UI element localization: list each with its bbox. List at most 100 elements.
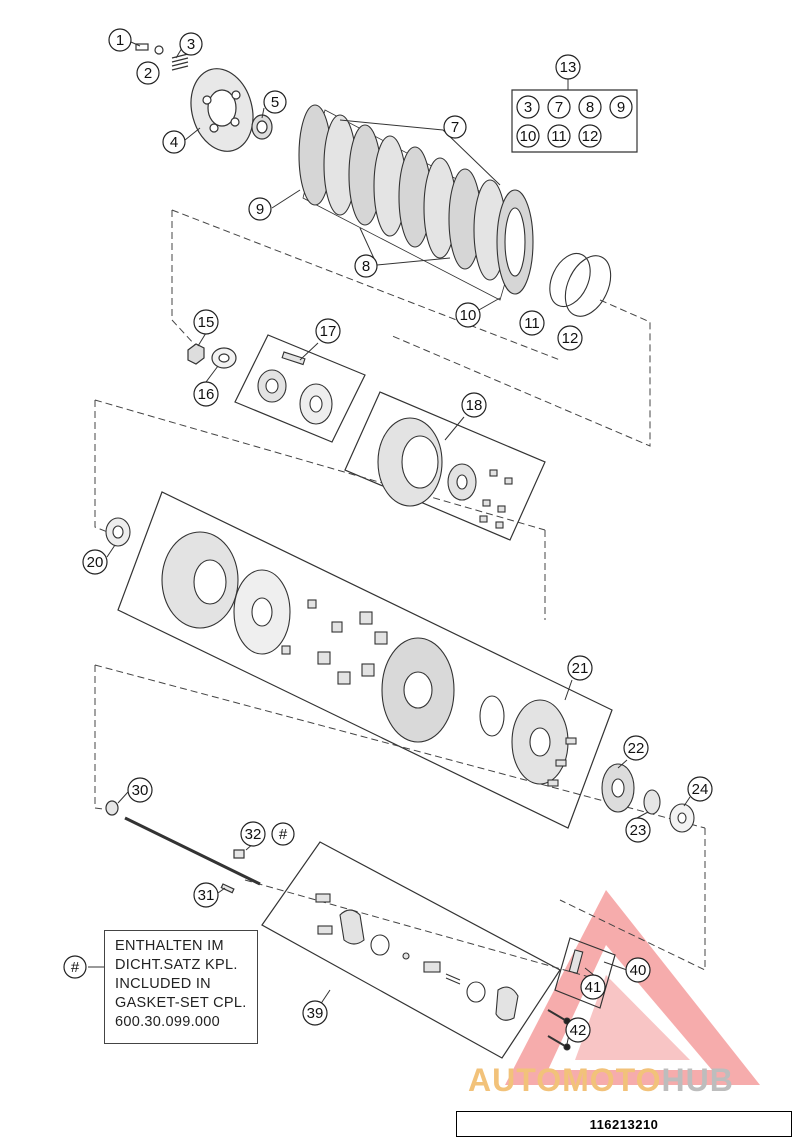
svg-text:7: 7 [451,119,459,136]
callout-15: 15 [193,309,219,335]
svg-text:12: 12 [562,330,579,347]
callout-4: 4 [162,130,186,154]
svg-text:17: 17 [320,323,337,340]
watermark-part1: AUTOMOTO [468,1062,662,1098]
callout-2: 2 [136,61,160,85]
svg-text:10: 10 [460,307,477,324]
inner-hub-18 [377,417,513,529]
svg-text:41: 41 [585,979,602,996]
kit-item-10: 10 [516,124,540,148]
kit-item-3: 3 [516,95,540,119]
svg-text:39: 39 [307,1005,324,1022]
callout-17: 17 [315,318,341,344]
callout-40: 40 [625,957,651,983]
svg-text:13: 13 [560,59,577,76]
pressure-cap-assembly [135,43,273,152]
kit-item-12: 12 [578,124,602,148]
push-rod-30 [105,800,261,894]
callout-1: 1 [108,28,132,52]
callout-hash-note: # [63,955,87,979]
outer-basket-21 [105,517,577,787]
svg-text:#: # [279,826,288,843]
gear-parts-22-24 [601,763,695,833]
note-line-2: DICHT.SATZ KPL. [115,957,238,973]
note-line-5: 600.30.099.000 [115,1014,220,1030]
callout-21: 21 [567,655,593,681]
svg-text:#: # [71,959,80,976]
svg-text:23: 23 [630,822,647,839]
callout-5: 5 [263,90,287,114]
callout-30: 30 [127,777,153,803]
callout-32: 32 [240,821,266,847]
svg-text:4: 4 [170,134,178,151]
gasket-set-note: ENTHALTEN IM DICHT.SATZ KPL. INCLUDED IN… [104,930,258,1044]
callout-42: 42 [565,1017,591,1043]
svg-text:21: 21 [572,660,589,677]
callout-41: 41 [580,974,606,1000]
svg-text:9: 9 [617,99,625,116]
callout-11: 11 [519,310,545,336]
callout-7: 7 [443,115,467,139]
callout-9: 9 [248,197,272,221]
svg-text:42: 42 [570,1022,587,1039]
drawing-number-box: 116213210 [456,1111,792,1137]
kit-item-11: 11 [547,124,571,148]
svg-text:8: 8 [586,99,594,116]
note-line-1: ENTHALTEN IM [115,938,224,954]
kit-item-7: 7 [547,95,571,119]
svg-text:10: 10 [520,128,537,145]
callout-10: 10 [455,302,481,328]
svg-text:32: 32 [245,826,262,843]
callout-24: 24 [687,776,713,802]
release-mechanism-39 [315,893,519,1021]
svg-text:20: 20 [87,554,104,571]
nut-and-washer [187,343,237,369]
group-box-17 [234,334,366,443]
svg-text:3: 3 [187,36,195,53]
svg-text:11: 11 [551,128,567,145]
svg-text:8: 8 [362,258,370,275]
svg-text:3: 3 [524,99,532,116]
callout-22: 22 [623,735,649,761]
hub-parts-17 [257,351,333,425]
callout-12: 12 [557,325,583,351]
svg-text:31: 31 [198,887,215,904]
svg-text:9: 9 [256,201,264,218]
callout-hash-32: # [271,822,295,846]
svg-text:24: 24 [692,781,709,798]
callout-23: 23 [625,817,651,843]
callout-13: 13 [555,54,581,80]
kit-item-8: 8 [578,95,602,119]
svg-text:5: 5 [271,94,279,111]
clutch-disc-stack [298,104,612,317]
svg-text:15: 15 [198,314,215,331]
svg-text:40: 40 [630,962,647,979]
svg-text:7: 7 [555,99,563,116]
callout-39: 39 [302,1000,328,1026]
svg-text:30: 30 [132,782,149,799]
note-line-4: GASKET-SET CPL. [115,995,247,1011]
svg-text:18: 18 [466,397,483,414]
group-box-21 [117,491,613,829]
watermark-part2: HUB [661,1062,734,1098]
svg-text:11: 11 [524,315,540,332]
callout-8: 8 [354,254,378,278]
svg-text:16: 16 [198,386,215,403]
svg-text:1: 1 [116,32,124,49]
bleeder-parts-40-42 [547,949,584,1051]
callout-20: 20 [82,549,108,575]
kit-item-9: 9 [609,95,633,119]
group-box-40 [554,937,616,1009]
group-box-39 [261,841,561,1059]
callout-18: 18 [461,392,487,418]
kit-box-13 [511,89,638,153]
drawing-number: 116213210 [589,1116,659,1132]
group-box-18 [344,391,546,541]
callout-31: 31 [193,882,219,908]
watermark-text: AUTOMOTOHUB [468,1062,734,1099]
note-line-3: INCLUDED IN [115,976,211,992]
svg-text:12: 12 [582,128,599,145]
callout-16: 16 [193,381,219,407]
